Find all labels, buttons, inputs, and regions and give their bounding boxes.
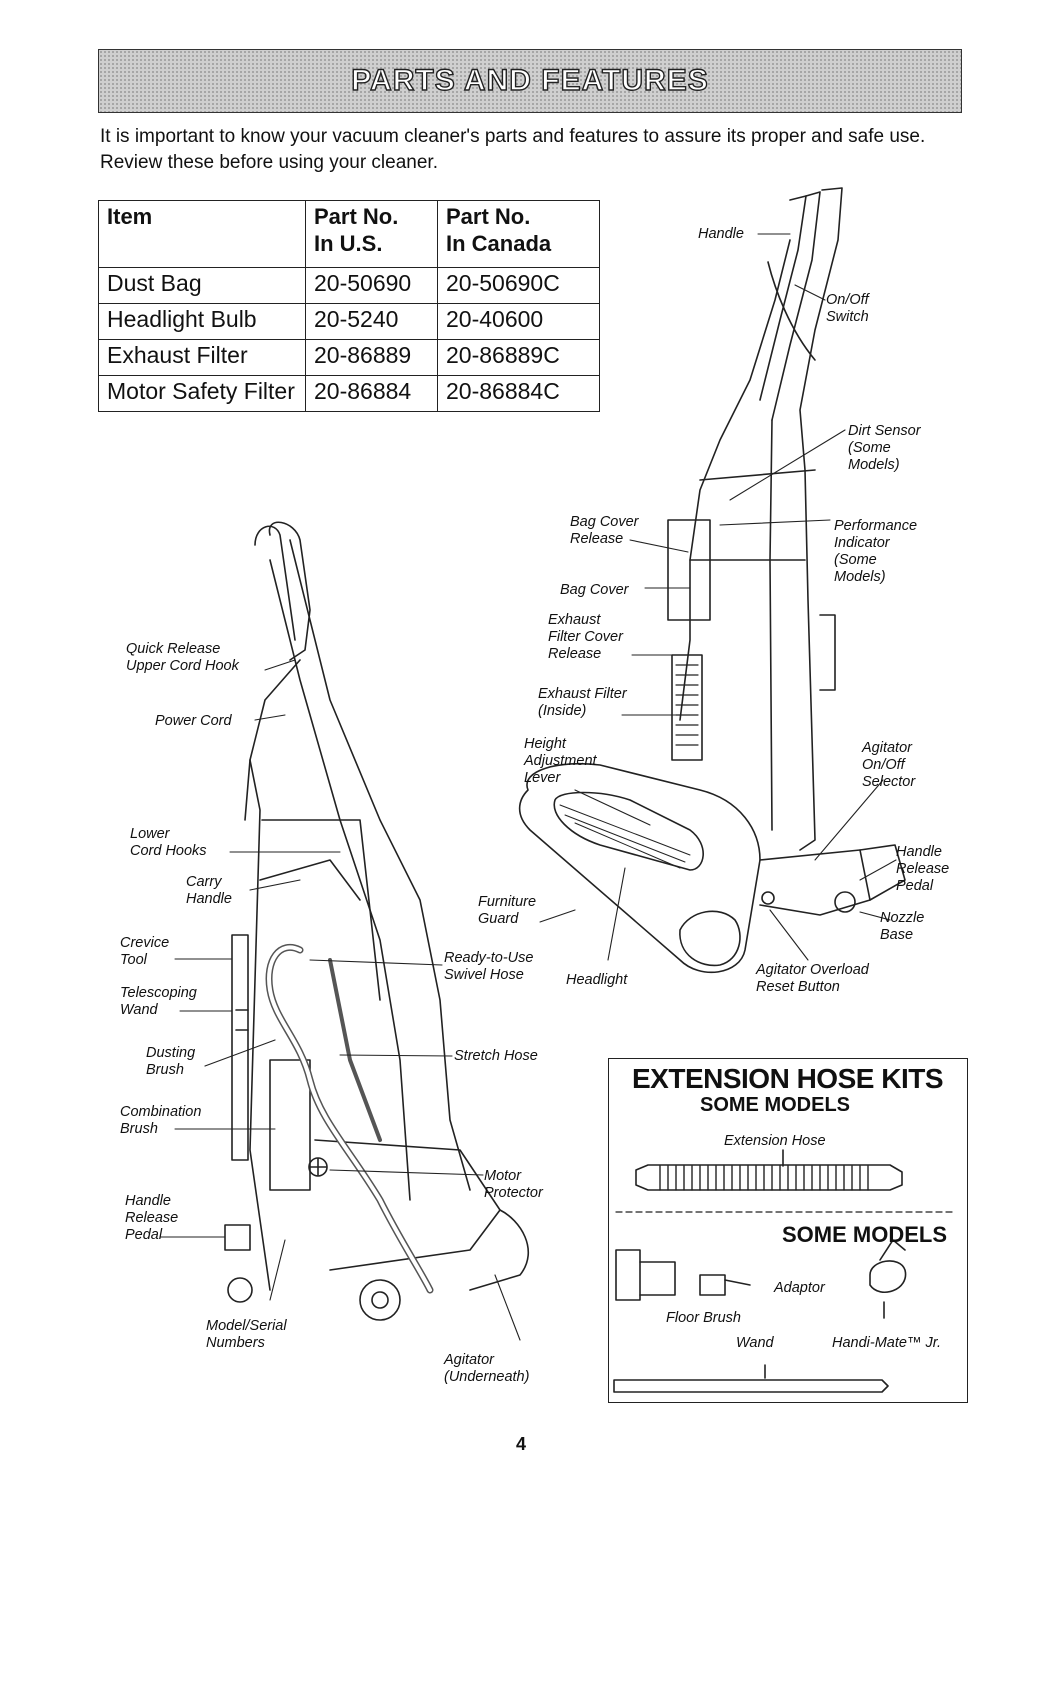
label-bag-cover: Bag Cover [560,582,629,598]
label-power-cord: Power Cord [155,713,232,729]
extension-kit-subtitle: SOME MODELS [700,1094,851,1116]
title-banner: PARTS AND FEATURES [98,49,962,113]
label-extension-hose: Extension Hose [724,1133,826,1149]
extension-kit-title: EXTENSION HOSE KITS [632,1063,944,1094]
label-handle-release-pedal-left: Handle Release Pedal [125,1193,179,1243]
cell-item: Motor Safety Filter [98,375,306,412]
label-dirt-sensor: Dirt Sensor (Some Models) [848,423,921,473]
label-agitator-on-off-selector: Agitator On/Off Selector [862,740,916,790]
cell-part-us: 20-86884 [305,375,438,412]
cell-part-us: 20-5240 [305,303,438,340]
table-row: Dust Bag 20-50690 20-50690C [98,267,600,304]
cell-part-us: 20-50690 [305,267,438,304]
label-furniture-guard: Furniture Guard [478,894,537,927]
label-lower-cord-hooks: Lower Cord Hooks [130,826,207,859]
table-row: Exhaust Filter 20-86889 20-86889C [98,339,600,376]
cell-item: Headlight Bulb [98,303,306,340]
extension-kit-drawing [613,1149,957,1393]
extension-hose-kits-box [608,1058,968,1403]
label-bag-cover-release: Bag Cover Release [570,514,639,547]
header-part-canada: Part No.In Canada [437,200,600,268]
page-title: PARTS AND FEATURES [351,63,709,97]
cell-part-canada: 20-50690C [437,267,600,304]
table-row: Motor Safety Filter 20-86884 20-86884C [98,375,600,412]
label-ready-to-use-swivel-hose: Ready-to-Use Swivel Hose [444,950,534,983]
label-height-adjustment-lever: Height Adjustment Lever [524,736,597,786]
cell-part-canada: 20-40600 [437,303,600,340]
label-wand: Wand [736,1335,774,1351]
label-dusting-brush: Dusting Brush [146,1045,196,1078]
label-motor-protector: Motor Protector [484,1168,543,1201]
leader-lines [159,233,897,1341]
label-headlight: Headlight [566,972,628,988]
label-handle-release-pedal-right: Handle Release Pedal [896,844,950,894]
label-handi-mate: Handi-Mate™ Jr. [832,1335,942,1351]
label-exhaust-filter-cover-release: Exhaust Filter Cover Release [548,612,623,662]
intro-text: It is important to know your vacuum clea… [100,126,926,173]
label-exhaust-filter-inside: Exhaust Filter (Inside) [538,686,627,719]
label-agitator-underneath: Agitator (Underneath) [444,1352,530,1385]
parts-table: Item Part No.In U.S. Part No.In Canada D… [98,200,600,412]
label-crevice-tool: Crevice Tool [120,935,170,968]
header-item: Item [98,200,306,268]
cell-part-canada: 20-86889C [437,339,600,376]
page-number: 4 [516,1434,527,1454]
label-carry-handle: Carry Handle [186,874,232,907]
label-model-serial-numbers: Model/Serial Numbers [206,1318,287,1351]
label-quick-release-upper-cord-hook: Quick Release Upper Cord Hook [126,641,239,674]
label-floor-brush: Floor Brush [666,1310,741,1326]
header-part-us: Part No.In U.S. [305,200,438,268]
label-handle: Handle [698,226,744,242]
table-header-row: Item Part No.In U.S. Part No.In Canada [98,200,600,268]
label-agitator-overload-reset-button: Agitator Overload Reset Button [756,962,869,995]
label-nozzle-base: Nozzle Base [880,910,925,943]
cell-part-canada: 20-86884C [437,375,600,412]
cell-item: Exhaust Filter [98,339,306,376]
label-adaptor: Adaptor [774,1280,825,1296]
cell-item: Dust Bag [98,267,306,304]
label-telescoping-wand: Telescoping Wand [120,985,197,1018]
label-performance-indicator: Performance Indicator (Some Models) [834,518,918,585]
table-row: Headlight Bulb 20-5240 20-40600 [98,303,600,340]
label-combination-brush: Combination Brush [120,1104,202,1137]
right-vacuum-drawing [518,187,906,974]
cell-part-us: 20-86889 [305,339,438,376]
label-stretch-hose: Stretch Hose [454,1048,538,1064]
label-on-off-switch: On/Off Switch [826,292,869,325]
extension-kit-subtitle-2: SOME MODELS [782,1222,948,1247]
